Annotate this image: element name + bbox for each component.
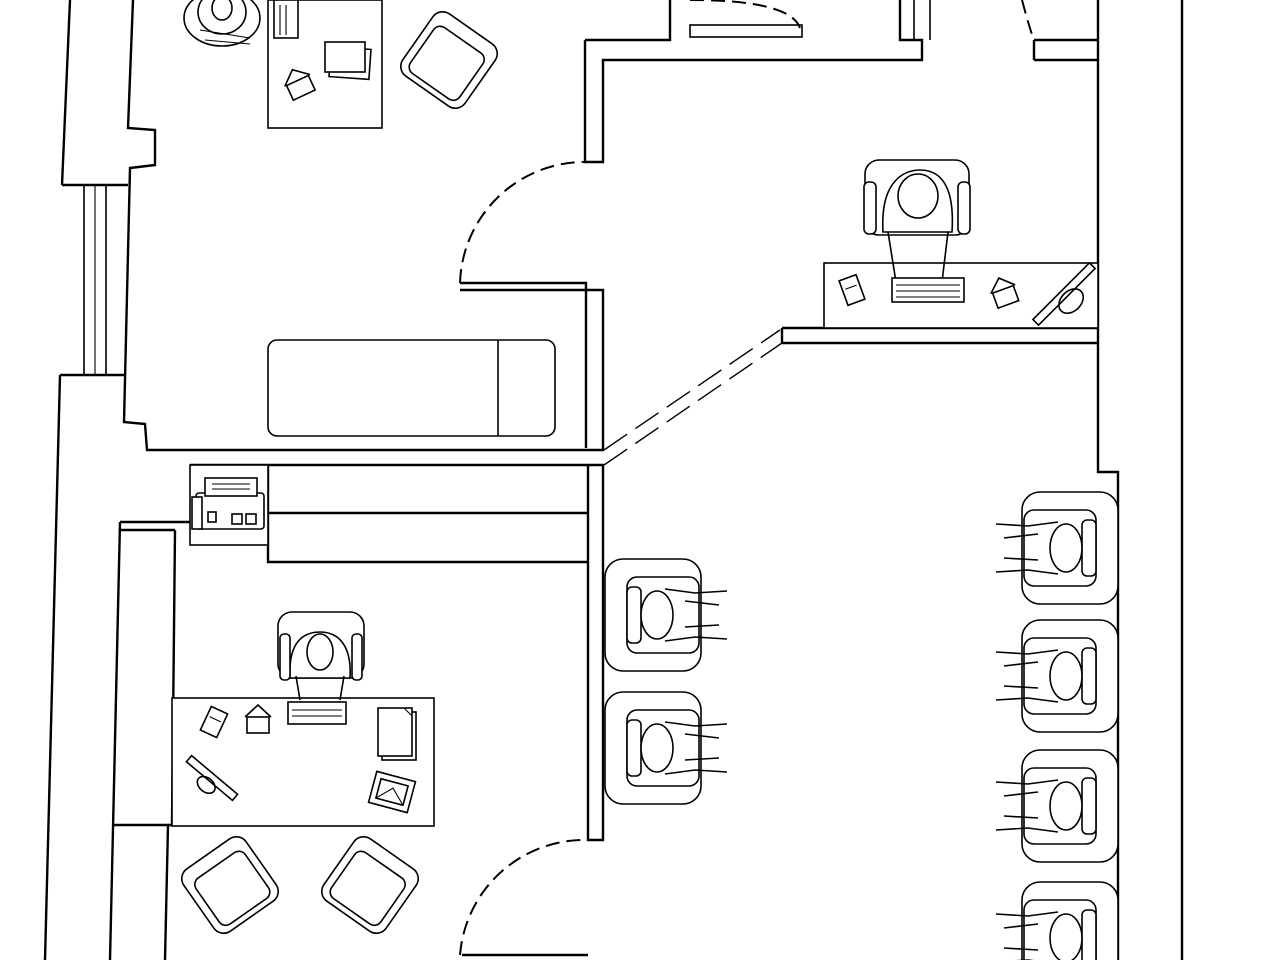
monitor-icon — [1031, 261, 1097, 327]
armchair-icon — [180, 835, 280, 935]
monitor-icon — [185, 754, 239, 802]
window-top — [689, 24, 803, 38]
exam-room — [267, 339, 556, 437]
bottom-door — [459, 838, 589, 956]
reception — [823, 159, 1099, 329]
service-niche — [189, 464, 269, 546]
paper-icon — [377, 707, 417, 761]
house-icon — [244, 703, 272, 734]
phone-icon — [838, 273, 866, 307]
person-seated-icon — [183, 0, 261, 47]
exam-room-door — [459, 160, 589, 284]
frame-icon — [367, 770, 417, 814]
top-door — [689, 0, 801, 29]
house-icon — [284, 68, 317, 102]
bed-icon — [267, 339, 556, 437]
lounge-chair-with-person — [995, 881, 1119, 960]
fax-icon — [191, 477, 265, 530]
paper-icon — [324, 41, 372, 81]
lounge-chair-with-person — [995, 749, 1119, 863]
armchair-icon — [320, 835, 420, 935]
lounge-chair-with-person — [995, 491, 1119, 605]
lounge-chair-with-person — [604, 558, 728, 672]
person-seated-icon — [277, 611, 365, 701]
armchair-icon — [399, 10, 499, 110]
office-bottom-left — [171, 611, 435, 935]
waiting-area — [604, 491, 1119, 960]
office-top-left — [183, 0, 499, 129]
house-icon — [990, 277, 1020, 310]
lounge-chair-with-person — [604, 691, 728, 805]
printer-icon — [273, 0, 299, 39]
phone-icon — [199, 705, 229, 739]
top-right-door — [1021, 0, 1035, 41]
doors — [459, 0, 1035, 956]
keyboard-icon — [891, 277, 965, 303]
person-seated-icon — [863, 159, 971, 283]
lounge-chair-with-person — [995, 619, 1119, 733]
keyboard-icon — [287, 701, 347, 725]
